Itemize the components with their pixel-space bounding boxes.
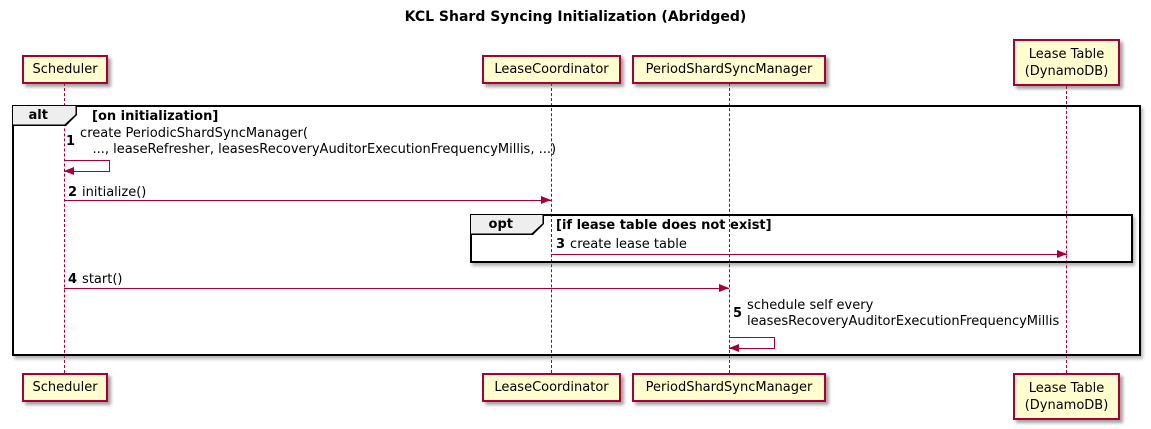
diagram-title: KCL Shard Syncing Initialization (Abridg… xyxy=(404,9,747,25)
message-number: 2 xyxy=(68,185,78,200)
message-5-self-arrow xyxy=(729,337,775,349)
participant-lease-table-bottom: Lease Table (DynamoDB) xyxy=(1013,373,1120,420)
alt-frame-label: alt xyxy=(13,106,77,126)
message-text: create PeriodicShardSyncManager( ..., le… xyxy=(80,126,557,157)
message-2-arrowhead xyxy=(541,196,551,204)
message-1: 1 create PeriodicShardSyncManager( ..., l… xyxy=(66,126,556,158)
participant-label: Lease Table (DynamoDB) xyxy=(1024,380,1109,413)
participant-label: LeaseCoordinator xyxy=(494,380,609,395)
message-1-self-arrow xyxy=(64,160,110,172)
message-number: 1 xyxy=(66,134,76,149)
message-2-arrow xyxy=(64,200,551,201)
participant-label: PeriodShardSyncManager xyxy=(645,62,813,77)
message-4-arrowhead xyxy=(719,284,729,292)
lifeline-period-shard-sync-manager xyxy=(729,83,730,373)
message-5-arrowhead xyxy=(729,344,739,352)
participant-period-shard-sync-manager-top: PeriodShardSyncManager xyxy=(632,55,826,84)
participant-scheduler-top: Scheduler xyxy=(22,55,108,84)
opt-frame-label-text: opt xyxy=(471,215,543,234)
lifeline-lease-table xyxy=(1066,86,1067,373)
participant-label: Lease Table (DynamoDB) xyxy=(1024,46,1109,79)
opt-frame-condition: [if lease table does not exist] xyxy=(556,218,772,233)
participant-lease-coordinator-top: LeaseCoordinator xyxy=(482,55,621,84)
alt-frame-condition: [on initialization] xyxy=(92,109,219,124)
message-number: 5 xyxy=(733,306,743,321)
message-4-arrow xyxy=(64,288,729,289)
lifeline-lease-coordinator xyxy=(551,83,552,373)
message-number: 4 xyxy=(68,272,78,287)
message-number: 3 xyxy=(556,237,566,252)
opt-frame-label: opt xyxy=(471,215,544,235)
lifeline-scheduler xyxy=(64,83,65,373)
participant-period-shard-sync-manager-bottom: PeriodShardSyncManager xyxy=(632,373,826,402)
participant-label: PeriodShardSyncManager xyxy=(645,380,813,395)
message-text: start() xyxy=(82,272,123,287)
participant-lease-table-top: Lease Table (DynamoDB) xyxy=(1013,39,1120,86)
message-text: create lease table xyxy=(570,237,687,252)
message-3: 3 create lease table xyxy=(556,237,687,253)
participant-label: LeaseCoordinator xyxy=(494,62,609,77)
opt-frame: opt [if lease table does not exist] xyxy=(470,214,1133,263)
message-text: schedule self every leasesRecoveryAudito… xyxy=(747,298,1060,329)
alt-frame: alt [on initialization] xyxy=(12,105,1141,356)
alt-frame-label-text: alt xyxy=(13,106,76,125)
message-text: initialize() xyxy=(82,185,147,200)
message-4: 4 start() xyxy=(68,272,122,288)
message-5: 5 schedule self every leasesRecoveryAudit… xyxy=(733,298,1059,330)
participant-label: Scheduler xyxy=(32,380,98,395)
participant-label: Scheduler xyxy=(32,62,98,77)
message-2: 2 initialize() xyxy=(68,185,146,201)
participant-scheduler-bottom: Scheduler xyxy=(22,373,108,402)
message-1-arrowhead xyxy=(64,167,74,175)
message-3-arrow xyxy=(551,254,1067,255)
message-3-arrowhead xyxy=(1057,250,1067,258)
participant-lease-coordinator-bottom: LeaseCoordinator xyxy=(482,373,621,402)
